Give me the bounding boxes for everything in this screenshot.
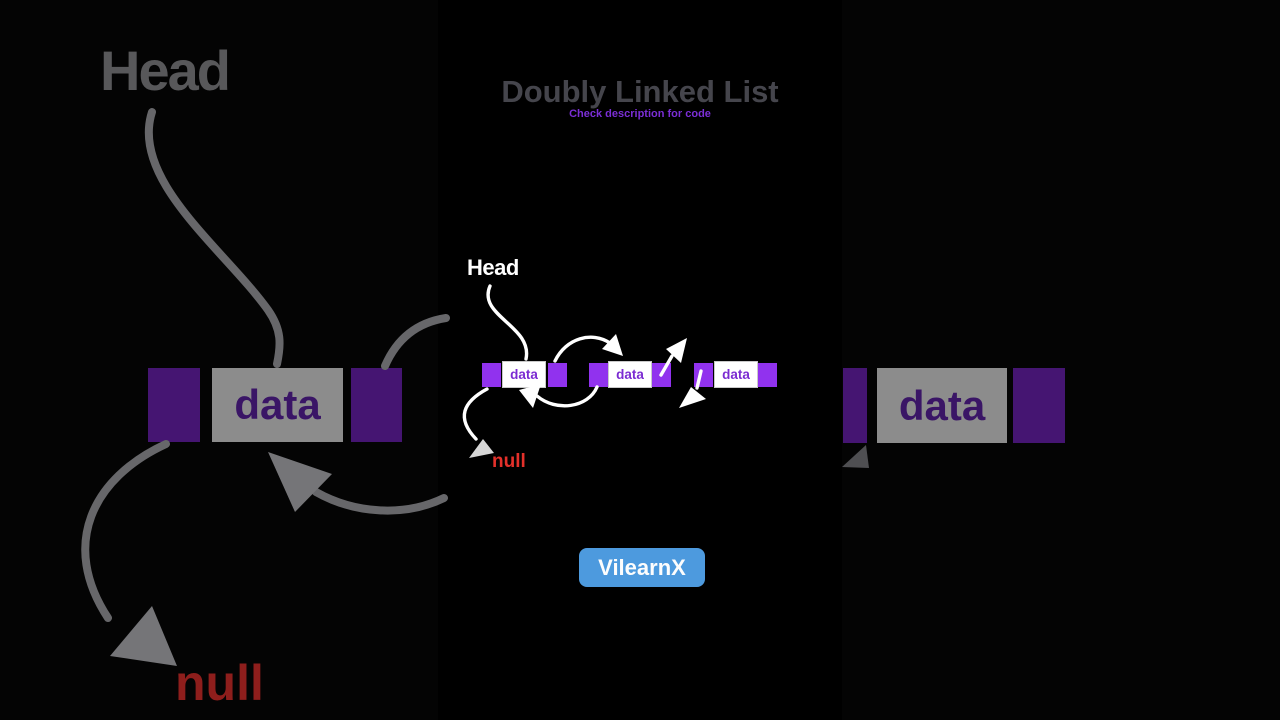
node1-data-box: data	[502, 361, 546, 388]
node1-data-label: data	[510, 367, 538, 382]
node2-next-square	[652, 363, 671, 387]
bg-null-label: null	[175, 655, 264, 711]
bg-right-arrowhead-icon	[842, 445, 869, 468]
bg-null-arrow-curve	[81, 440, 170, 622]
head-label: Head	[467, 255, 519, 280]
bg-right-node-data-box: data	[877, 368, 1007, 443]
bg-right-node-next-square	[1013, 368, 1065, 443]
brand-button[interactable]: VilearnX	[579, 548, 705, 587]
node1-next-square	[548, 363, 567, 387]
page-title: Doubly Linked List	[501, 74, 779, 109]
bg-right-node-data-label: data	[898, 381, 986, 429]
node3-next-square	[758, 363, 777, 387]
node1-prev-square	[482, 363, 501, 387]
bg-right-node-prev-square	[843, 368, 867, 443]
bg-prev-arrow-curve	[312, 488, 448, 515]
node3-data-label: data	[722, 367, 750, 382]
bg-head-label: Head	[100, 39, 231, 102]
bg-left-node-data-label: data	[234, 381, 321, 428]
brand-button-label: VilearnX	[598, 554, 686, 580]
bg-next-arrow-curve	[381, 314, 450, 370]
node2-prev-square	[589, 363, 608, 387]
bg-left-node-prev-square	[148, 368, 200, 442]
node3-data-box: data	[714, 361, 758, 388]
null-label: null	[492, 451, 526, 472]
node2-data-label: data	[616, 367, 644, 382]
node3-prev-square	[694, 363, 713, 387]
bg-prev-arrowhead-icon	[268, 452, 332, 512]
bg-left-node-data-box: data	[212, 368, 343, 442]
bg-head-arrow	[144, 108, 284, 368]
node2-data-box: data	[608, 361, 652, 388]
page-subtitle: Check description for code	[569, 108, 711, 120]
bg-null-arrowhead-icon	[110, 606, 177, 666]
bg-left-node-next-square	[351, 368, 402, 442]
